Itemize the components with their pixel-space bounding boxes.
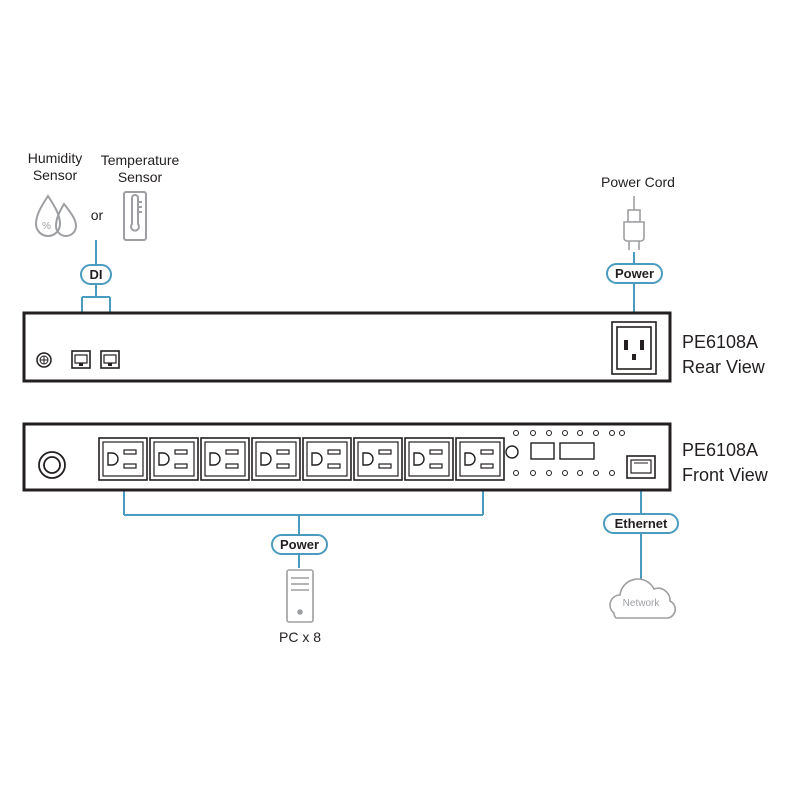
temperature-sensor-label-line1: Temperature (100, 152, 180, 168)
temperature-sensor-label: Temperature Sensor (94, 152, 186, 186)
led-top (562, 430, 568, 436)
pc-count-label: PC x 8 (278, 629, 321, 645)
rear-view-label: Rear View (682, 357, 765, 377)
led-bottom (562, 470, 568, 476)
thermometer-icon (123, 191, 147, 241)
di-pill: DI (80, 264, 112, 285)
rear-panel (22, 311, 672, 383)
led-indicators (513, 430, 625, 476)
front-model-label: PE6108A (682, 440, 759, 460)
power-cord-label: Power Cord (601, 174, 675, 190)
led-bottom (530, 470, 536, 476)
network-cloud-icon (609, 578, 676, 619)
power-switch (38, 451, 66, 479)
or-text: or (90, 207, 104, 223)
reset-button (505, 445, 519, 459)
outlet (98, 437, 148, 481)
led-top (619, 430, 625, 436)
led-bottom (609, 470, 615, 476)
svg-text:%: % (42, 221, 51, 232)
rear-model-label: PE6108A (682, 332, 759, 352)
front-panel (22, 422, 672, 492)
display-panel (530, 442, 595, 460)
outlet (251, 437, 301, 481)
led-top (593, 430, 599, 436)
ground-screw-icon (36, 352, 52, 368)
power-plug-icon (623, 196, 645, 250)
led-bottom (513, 470, 519, 476)
led-bottom (546, 470, 552, 476)
outlet (455, 437, 505, 481)
rear-power-pill: Power (606, 263, 663, 284)
outlet-group (98, 437, 505, 481)
di-port-2 (100, 350, 120, 369)
led-top (513, 430, 519, 436)
power-inlet (611, 321, 657, 375)
outlet (149, 437, 199, 481)
outlet (353, 437, 403, 481)
outlet (404, 437, 454, 481)
led-top (577, 430, 583, 436)
humidity-icon: % (34, 194, 78, 237)
ethernet-port (626, 455, 656, 479)
front-power-pill: Power (271, 534, 328, 555)
connection-lines (81, 240, 642, 580)
led-top (546, 430, 552, 436)
ethernet-pill: Ethernet (603, 513, 679, 534)
humidity-sensor-label-line1: Humidity (27, 150, 83, 166)
di-port-1 (71, 350, 91, 369)
humidity-sensor-label: Humidity Sensor (20, 150, 90, 184)
led-top (530, 430, 536, 436)
network-label: Network (622, 598, 660, 609)
temperature-sensor-label-line2: Sensor (117, 169, 163, 185)
outlet (302, 437, 352, 481)
led-bottom (593, 470, 599, 476)
humidity-sensor-label-line2: Sensor (32, 167, 78, 183)
outlet (200, 437, 250, 481)
server-tower-icon (286, 569, 314, 623)
led-bottom (577, 470, 583, 476)
led-top (609, 430, 615, 436)
front-view-label: Front View (682, 465, 768, 485)
